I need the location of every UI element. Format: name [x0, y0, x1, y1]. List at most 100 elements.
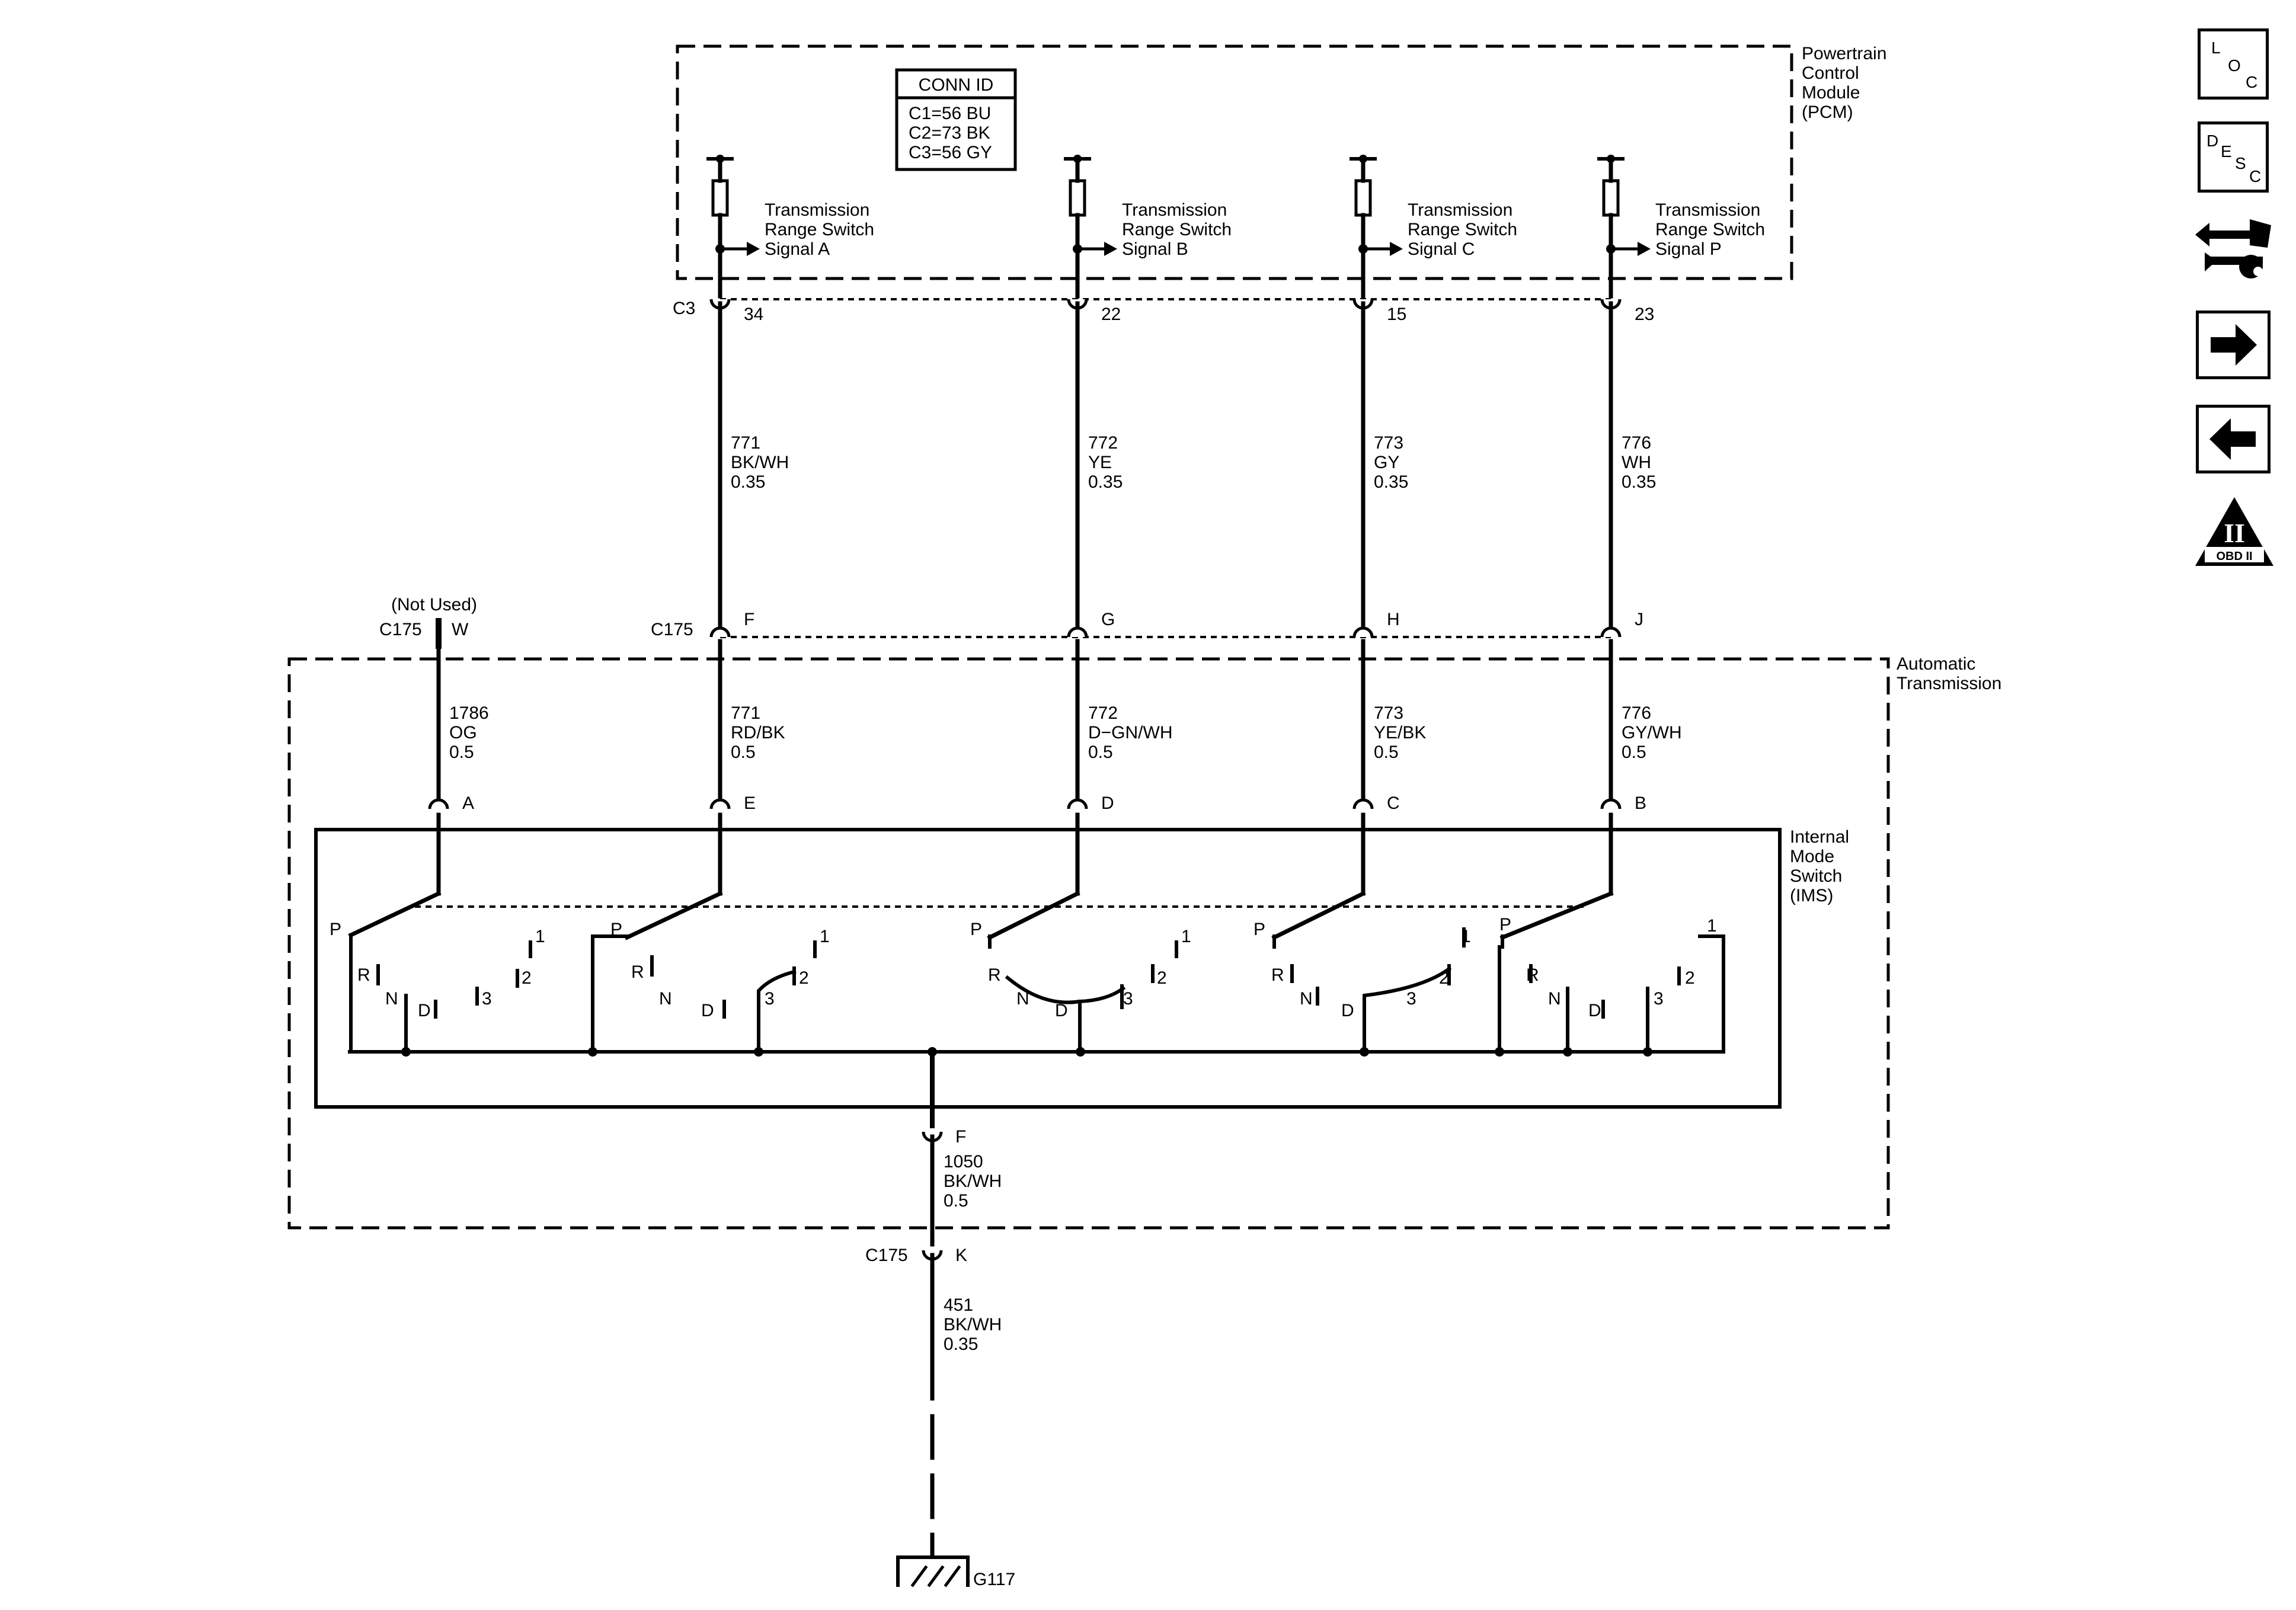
pcm-circuit-b: Transmission Range Switch Signal B — [1064, 155, 1232, 299]
pos-label: 1 — [1181, 927, 1191, 946]
location-button[interactable]: L O C — [2198, 28, 2269, 100]
signal-label: Transmission — [1655, 200, 1760, 220]
ground-wire: 451 BK/WH 0.35 — [930, 1253, 1002, 1558]
wire-label: BK/WH — [731, 453, 789, 472]
desc-letter: D — [2207, 132, 2219, 150]
pin-label: A — [462, 793, 474, 813]
signal-label: Transmission — [1122, 200, 1227, 220]
description-button[interactable]: D E S C — [2198, 121, 2269, 193]
desc-letter: S — [2235, 154, 2246, 172]
pin-label: 22 — [1101, 305, 1121, 324]
wire-label: 772 — [1088, 433, 1118, 453]
trans-wires: 1786 OG 0.5 771 RD/BK 0.5 772 D−GN/WH 0.… — [436, 639, 1682, 805]
wire-label: GY — [1374, 453, 1399, 472]
obd-label: OBD II — [2216, 550, 2252, 563]
pos-label: 3 — [1123, 989, 1133, 1009]
pos-label: D — [1341, 1001, 1354, 1020]
transmission-outline — [287, 657, 1890, 1230]
ims-title: Internal Mode Switch (IMS) — [1790, 827, 1849, 905]
pos-label: P — [1253, 920, 1265, 939]
transmission-title: Transmission — [1897, 674, 2001, 693]
obd-ii-icon[interactable]: II OBD II — [2193, 495, 2276, 569]
wire-label: WH — [1622, 453, 1651, 472]
conn-id-row: C3=56 GY — [909, 143, 992, 162]
wire-label: 0.5 — [944, 1191, 968, 1211]
c3-label: C3 — [673, 299, 695, 318]
connector-wrench-icon[interactable] — [2193, 212, 2276, 283]
wire-label: 773 — [1374, 433, 1403, 453]
pos-label: 1 — [1707, 916, 1717, 936]
wire-label: GY/WH — [1622, 723, 1682, 742]
signal-label: Signal A — [765, 239, 830, 259]
signal-label: Transmission — [765, 200, 869, 220]
signal-label: Signal B — [1122, 239, 1188, 259]
pos-label: N — [1300, 989, 1313, 1009]
pos-label: N — [1548, 989, 1561, 1009]
c175-k-connector: C175 K — [865, 1246, 967, 1265]
ims-title-line: Mode — [1790, 847, 1834, 866]
pin-label: 23 — [1635, 305, 1654, 324]
pcm-title: Powertrain Control Module (PCM) — [1802, 44, 1886, 122]
wire-label: 0.5 — [1088, 742, 1113, 762]
wire-label: 0.5 — [449, 742, 474, 762]
pcm-title-line: Powertrain — [1802, 44, 1886, 63]
ims-connector: A E D C B — [428, 793, 1646, 813]
signal-label: Range Switch — [1408, 220, 1517, 239]
pos-label: 3 — [1406, 989, 1416, 1009]
wire-label: BK/WH — [944, 1172, 1002, 1191]
upper-wires: 771 BK/WH 0.35 772 YE 0.35 773 GY 0.35 7… — [718, 301, 1656, 630]
wire-label: 0.35 — [1374, 472, 1408, 492]
pcm-circuit-c: Transmission Range Switch Signal C — [1350, 155, 1517, 299]
wire-label: 451 — [944, 1295, 973, 1315]
ground-label: G117 — [973, 1570, 1015, 1589]
loc-letter: C — [2246, 73, 2258, 91]
pos-label: P — [970, 920, 982, 939]
pin-label: W — [452, 620, 469, 639]
pos-label: 3 — [765, 989, 775, 1009]
wire-label: 1786 — [449, 703, 489, 723]
previous-button[interactable] — [2196, 405, 2271, 473]
pos-label: 2 — [1157, 968, 1167, 988]
arrow-left-icon — [2209, 418, 2256, 460]
pos-label: P — [1499, 915, 1511, 934]
ground-connector-f: F 1050 BK/WH 0.5 — [922, 1127, 1002, 1247]
ims-position-labels: P R N D 3 2 1 P R N D 3 2 1 P R N D 3 2 … — [330, 915, 1717, 1020]
signal-label: Range Switch — [765, 220, 874, 239]
pos-label: R — [988, 965, 1001, 985]
ims-title-line: (IMS) — [1790, 886, 1833, 905]
pin-label: E — [744, 793, 756, 813]
pcm-title-line: (PCM) — [1802, 103, 1853, 122]
pin-label: 15 — [1387, 305, 1406, 324]
pcm-circuit-a: Transmission Range Switch Signal A — [706, 155, 874, 299]
signal-label: Range Switch — [1122, 220, 1232, 239]
wire-label: 0.5 — [1374, 742, 1399, 762]
pin-label: C — [1387, 793, 1400, 813]
wire-label: RD/BK — [731, 723, 785, 742]
wire-label: 0.35 — [731, 472, 765, 492]
wire-label: YE — [1088, 453, 1112, 472]
pin-label: 34 — [744, 305, 763, 324]
pin-label: F — [955, 1127, 966, 1147]
pin-label: B — [1635, 793, 1646, 813]
pos-label: R — [1526, 965, 1539, 985]
next-button[interactable] — [2196, 311, 2271, 379]
wire-label: 1050 — [944, 1152, 983, 1172]
pos-label: N — [1016, 989, 1029, 1009]
conn-id-header: CONN ID — [919, 75, 994, 95]
ground-icon: G117 — [896, 1555, 1015, 1589]
pos-label: D — [1588, 1001, 1601, 1020]
signal-label: Range Switch — [1655, 220, 1765, 239]
pos-label: R — [631, 962, 644, 982]
ims-outline — [314, 828, 1782, 1109]
pos-label: P — [330, 920, 341, 939]
pos-label: P — [610, 920, 622, 939]
c175-label: C175 — [379, 620, 422, 639]
ims-switches — [348, 812, 1725, 1128]
wire-label: YE/BK — [1374, 723, 1426, 742]
transmission-title: Automatic — [1897, 654, 1975, 674]
wire-label: 773 — [1374, 703, 1403, 723]
pos-label: 3 — [482, 989, 492, 1009]
pos-label: 2 — [799, 968, 809, 988]
loc-letter: O — [2228, 56, 2241, 75]
